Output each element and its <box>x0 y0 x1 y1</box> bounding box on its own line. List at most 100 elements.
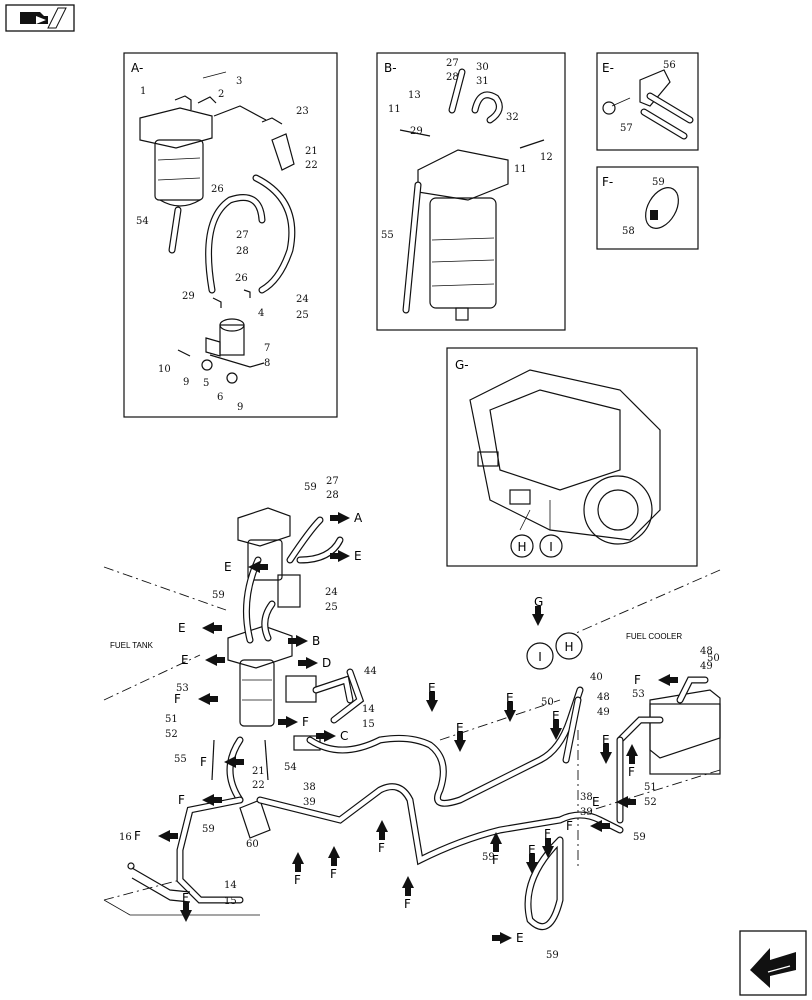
callout-27: 27 <box>446 58 459 69</box>
marker-f4: F <box>178 793 222 807</box>
marker-arrow-icon <box>205 654 225 666</box>
callout-2: 2 <box>218 89 224 100</box>
callout-48b: 48 <box>597 692 610 703</box>
callout-28: 28 <box>236 246 249 257</box>
marker-arrow-icon <box>542 838 554 858</box>
callout-28: 28 <box>446 72 459 83</box>
marker-f7: F <box>292 852 304 887</box>
callout-52: 52 <box>165 729 178 740</box>
marker-letter: E <box>354 549 362 563</box>
callout-52b: 52 <box>644 797 657 808</box>
callout-38b: 38 <box>580 792 593 803</box>
callout-56: 56 <box>663 60 676 71</box>
callout-59: 59 <box>652 177 665 188</box>
marker-e12: E <box>592 795 636 809</box>
callout-21: 21 <box>252 766 265 777</box>
marker-f8: F <box>328 846 340 881</box>
marker-letter: F <box>302 715 309 729</box>
callout-49: 49 <box>700 661 713 672</box>
marker-letter: F <box>492 853 499 867</box>
marker-letter: F <box>330 867 337 881</box>
back-arrow-icon[interactable] <box>739 930 807 996</box>
callout-15: 15 <box>362 719 375 730</box>
callout-22: 22 <box>305 160 318 171</box>
marker-arrow-icon <box>550 720 562 740</box>
marker-arrow-icon <box>198 693 218 705</box>
marker-letter: F <box>182 891 189 905</box>
marker-e8: E <box>550 709 562 740</box>
callout-59e: 59 <box>482 852 495 863</box>
marker-letter: F <box>294 873 301 887</box>
marker-arrow-icon <box>402 876 414 896</box>
marker-f15: F <box>566 819 610 833</box>
callout-54: 54 <box>136 216 149 227</box>
marker-arrow-icon <box>626 744 638 764</box>
callout-55: 55 <box>174 754 187 765</box>
callout-60: 60 <box>246 839 259 850</box>
marker-letter: D <box>322 656 331 670</box>
callout-9: 9 <box>183 377 189 388</box>
marker-f2: F <box>278 715 309 729</box>
marker-letter: E <box>592 795 600 809</box>
folder-arrow-icon[interactable] <box>5 4 75 32</box>
callout-9b: 9 <box>237 402 243 413</box>
marker-letter: F <box>174 692 181 706</box>
marker-arrow-icon <box>532 606 544 626</box>
marker-arrow-icon <box>454 732 466 752</box>
marker-arrow-icon <box>600 744 612 764</box>
marker-arrow-icon <box>278 716 298 728</box>
marker-arrow-icon <box>202 622 222 634</box>
callout-11: 11 <box>388 104 401 115</box>
marker-letter: E <box>428 681 436 695</box>
marker-arrow-icon <box>288 635 308 647</box>
callout-13: 13 <box>408 90 421 101</box>
marker-f10: F <box>402 876 414 911</box>
callout-55: 55 <box>381 230 394 241</box>
marker-f11: F <box>490 832 502 867</box>
marker-arrow-icon <box>590 820 610 832</box>
marker-f14: F <box>626 744 638 779</box>
marker-arrow-icon <box>316 730 336 742</box>
marker-arrow-icon <box>616 796 636 808</box>
marker-f6: F <box>180 891 192 922</box>
marker-letter: E <box>602 733 610 747</box>
marker-letter: F <box>566 819 573 833</box>
main-circle-i: I <box>526 642 554 670</box>
marker-arrow-icon <box>330 512 350 524</box>
callout-51b: 51 <box>644 782 657 793</box>
svg-text:H: H <box>564 640 573 654</box>
callout-59f: 59 <box>546 950 559 961</box>
callout-7: 7 <box>264 343 270 354</box>
callout-57: 57 <box>620 123 633 134</box>
marker-letter: F <box>634 673 641 687</box>
callout-15b: 15 <box>224 896 237 907</box>
callout-38: 38 <box>303 782 316 793</box>
marker-arrow-icon <box>224 756 244 768</box>
callout-29: 29 <box>182 291 195 302</box>
marker-letter: F <box>628 765 635 779</box>
marker-arrow-icon <box>492 932 512 944</box>
marker-letter: E <box>528 843 536 857</box>
marker-letter: A <box>354 511 363 525</box>
marker-f3: F <box>200 755 244 769</box>
marker-letter: E <box>181 653 189 667</box>
marker-letter: C <box>340 729 348 743</box>
callout-26b: 26 <box>235 273 248 284</box>
fuel-cooler-label: FUEL COOLER <box>626 632 682 641</box>
main-callouts: 59 27 28 59 24 25 44 53 51 52 55 21 22 5… <box>119 476 720 961</box>
marker-letter: E <box>224 560 232 574</box>
callout-14: 14 <box>362 704 375 715</box>
callout-50: 50 <box>707 653 720 664</box>
callout-5: 5 <box>203 378 209 389</box>
marker-d: D <box>298 656 331 670</box>
marker-letter: E <box>456 721 464 735</box>
svg-text:I: I <box>538 650 542 664</box>
callout-25: 25 <box>296 310 309 321</box>
panel-a-title: A- <box>131 61 143 75</box>
circle-h-label: H <box>510 534 534 558</box>
callout-32: 32 <box>506 112 519 123</box>
marker-e3: E <box>178 621 222 635</box>
marker-f12: F <box>542 827 554 858</box>
